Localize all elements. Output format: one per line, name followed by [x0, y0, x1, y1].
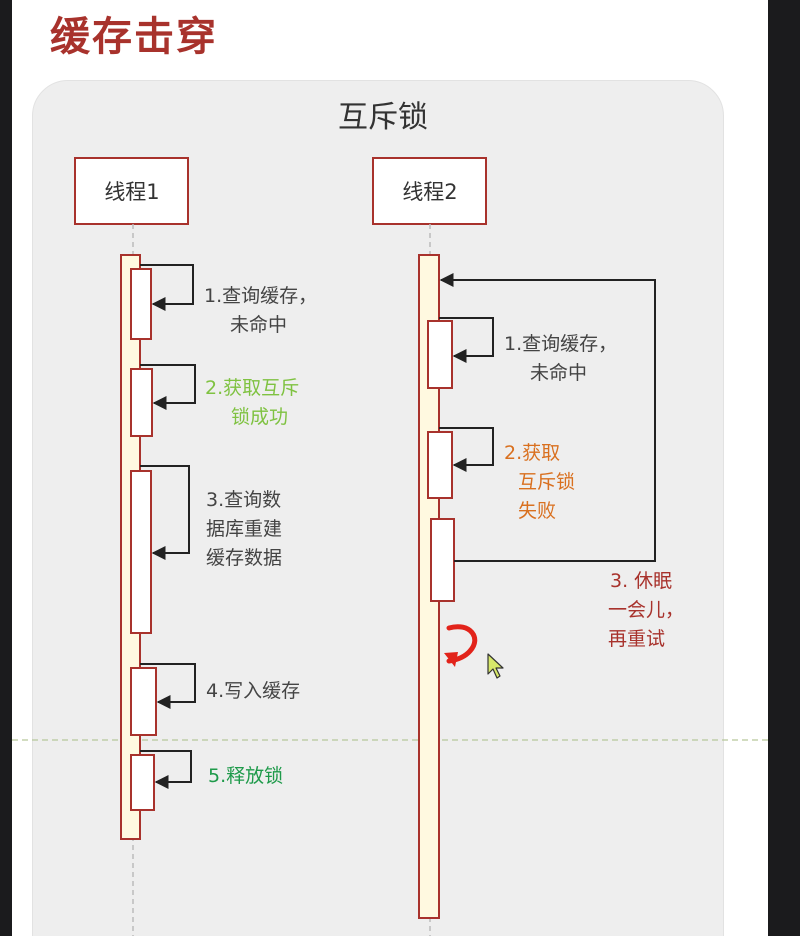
thread2-retry-arrow: [439, 273, 656, 562]
thread1-activations: [130, 268, 157, 811]
thread1-arrow-5: [140, 750, 192, 789]
thread2-activation-2: [427, 431, 453, 499]
thread1-arrow-3: [140, 465, 190, 560]
thread1-activation-3: [130, 470, 152, 634]
thread2-arrow-1: [439, 317, 494, 363]
thread2-self-arrows: [439, 273, 656, 562]
thread1-step5: 5.释放锁: [208, 765, 283, 787]
thread1-participant: 线程1: [74, 157, 189, 225]
thread1-activation-1: [130, 268, 152, 340]
thread2-activation-3: [430, 518, 455, 602]
thread1-arrow-2: [140, 364, 196, 410]
thread2-activation-1: [427, 320, 453, 389]
thread1-arrow-1: [140, 264, 194, 311]
mouse-cursor-icon: [487, 653, 504, 679]
thread1-activation-2: [130, 368, 153, 437]
thread2-activations: [427, 320, 455, 602]
thread2-step1: 1.查询缓存， 未命中: [504, 333, 623, 384]
thread2-label: 线程2: [402, 180, 457, 204]
sequence-diagram: 互斥锁 线程1 1.查询缓存， 未命中 2.获取: [12, 100, 768, 936]
window-edge: [768, 0, 800, 936]
thread2-arrow-2: [439, 427, 494, 472]
thread2-step3: 3. 休眠 一会儿， 再重试: [608, 570, 690, 650]
thread1-activation-4: [130, 667, 157, 736]
thread1-step1: 1.查询缓存， 未命中: [204, 285, 323, 336]
thread1-label: 线程1: [104, 180, 159, 204]
thread1-box: [74, 157, 189, 225]
thread2-participant: 线程2: [372, 157, 487, 225]
thread2-step2: 2.获取 互斥锁 失败: [504, 442, 581, 522]
diagram-title: 互斥锁: [338, 100, 428, 135]
thread1-step4: 4.写入缓存: [206, 680, 300, 702]
thread1-step3: 3.查询数 据库重建 缓存数据: [206, 489, 288, 569]
page-title: 缓存击穿: [50, 14, 218, 60]
slide: 缓存击穿 互斥锁 线程1: [12, 0, 768, 936]
thread1-activation-5: [130, 754, 155, 811]
thread1-arrow-4: [140, 663, 196, 709]
thread1-step2: 2.获取互斥 锁成功: [205, 377, 305, 428]
retry-arrow-icon: [444, 624, 478, 667]
thread1-self-arrows: [140, 264, 196, 789]
